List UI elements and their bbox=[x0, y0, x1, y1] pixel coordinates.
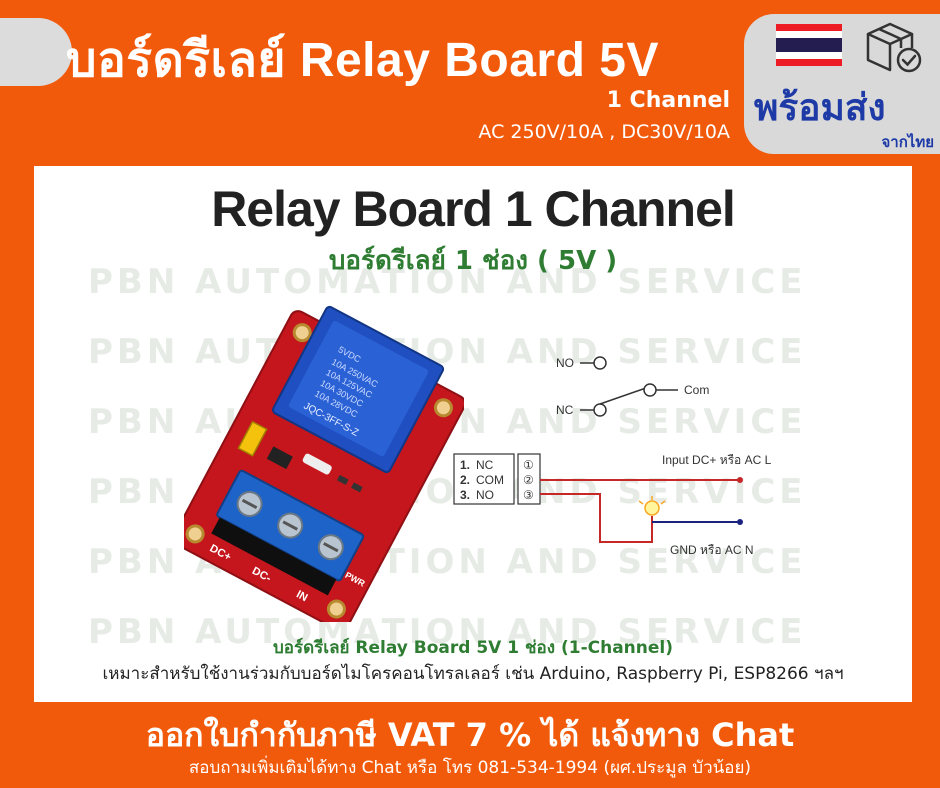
ready-to-ship-label: พร้อมส่ง bbox=[754, 87, 886, 128]
pin-name: NC bbox=[476, 458, 494, 472]
gnd-label: GND หรือ AC N bbox=[670, 543, 754, 557]
page-title: บอร์ดรีเลย์ Relay Board 5V bbox=[66, 34, 659, 87]
channel-label: 1 Channel bbox=[606, 88, 730, 113]
input-label: Input DC+ หรือ AC L bbox=[662, 453, 772, 467]
ship-from-label: จากไทย bbox=[881, 133, 934, 151]
pin-number: 2. bbox=[460, 473, 470, 487]
panel-subtitle: บอร์ดรีเลย์ 1 ช่อง ( 5V ) bbox=[328, 246, 618, 276]
pin-mark: ③ bbox=[523, 488, 534, 502]
watermark-text: PBN AUTOMATION AND SERVICE bbox=[88, 332, 807, 372]
com-contact-label: Com bbox=[684, 383, 709, 397]
product-panel: PBN AUTOMATION AND SERVICE PBN AUTOMATIO… bbox=[34, 166, 912, 702]
pin-mark: ① bbox=[523, 458, 534, 472]
caption-description: เหมาะสำหรับใช้งานร่วมกับบอร์ดไมโครคอนโทร… bbox=[102, 664, 844, 684]
wiring-diagram: NO NC Com 1. NC 2. COM 3. NO ① ② ③ Input… bbox=[453, 356, 772, 557]
pin-name: NO bbox=[476, 488, 494, 502]
pin-number: 3. bbox=[460, 488, 470, 502]
package-check-icon bbox=[866, 22, 922, 73]
pin-name: COM bbox=[476, 473, 504, 487]
caption-title: บอร์ดรีเลย์ Relay Board 5V 1 ช่อง (1-Cha… bbox=[272, 638, 674, 658]
no-contact-label: NO bbox=[556, 356, 574, 370]
thai-flag-icon bbox=[776, 24, 842, 66]
rating-label: AC 250V/10A , DC30V/10A bbox=[478, 121, 730, 143]
panel-title: Relay Board 1 Channel bbox=[211, 181, 736, 237]
ready-to-ship-badge: พร้อมส่ง จากไทย bbox=[744, 14, 940, 154]
header-tab bbox=[0, 18, 72, 86]
watermark-text: PBN AUTOMATION AND SERVICE bbox=[88, 612, 807, 652]
watermark-text: PBN AUTOMATION AND SERVICE bbox=[88, 262, 807, 302]
vat-notice: ออกใบกำกับภาษี VAT 7 % ได้ แจ้งทาง Chat bbox=[145, 716, 795, 754]
lamp-icon bbox=[644, 500, 660, 516]
nc-contact-label: NC bbox=[556, 403, 574, 417]
contact-info: สอบถามเพิ่มเติมได้ทาง Chat หรือ โทร 081-… bbox=[188, 758, 752, 778]
relay-board-image: 5VDC 10A 250VAC 10A 125VAC 10A 30VDC 10A… bbox=[184, 305, 464, 622]
pin-number: 1. bbox=[460, 458, 470, 472]
terminal-label: IN bbox=[294, 588, 309, 604]
pin-mark: ② bbox=[523, 473, 534, 487]
